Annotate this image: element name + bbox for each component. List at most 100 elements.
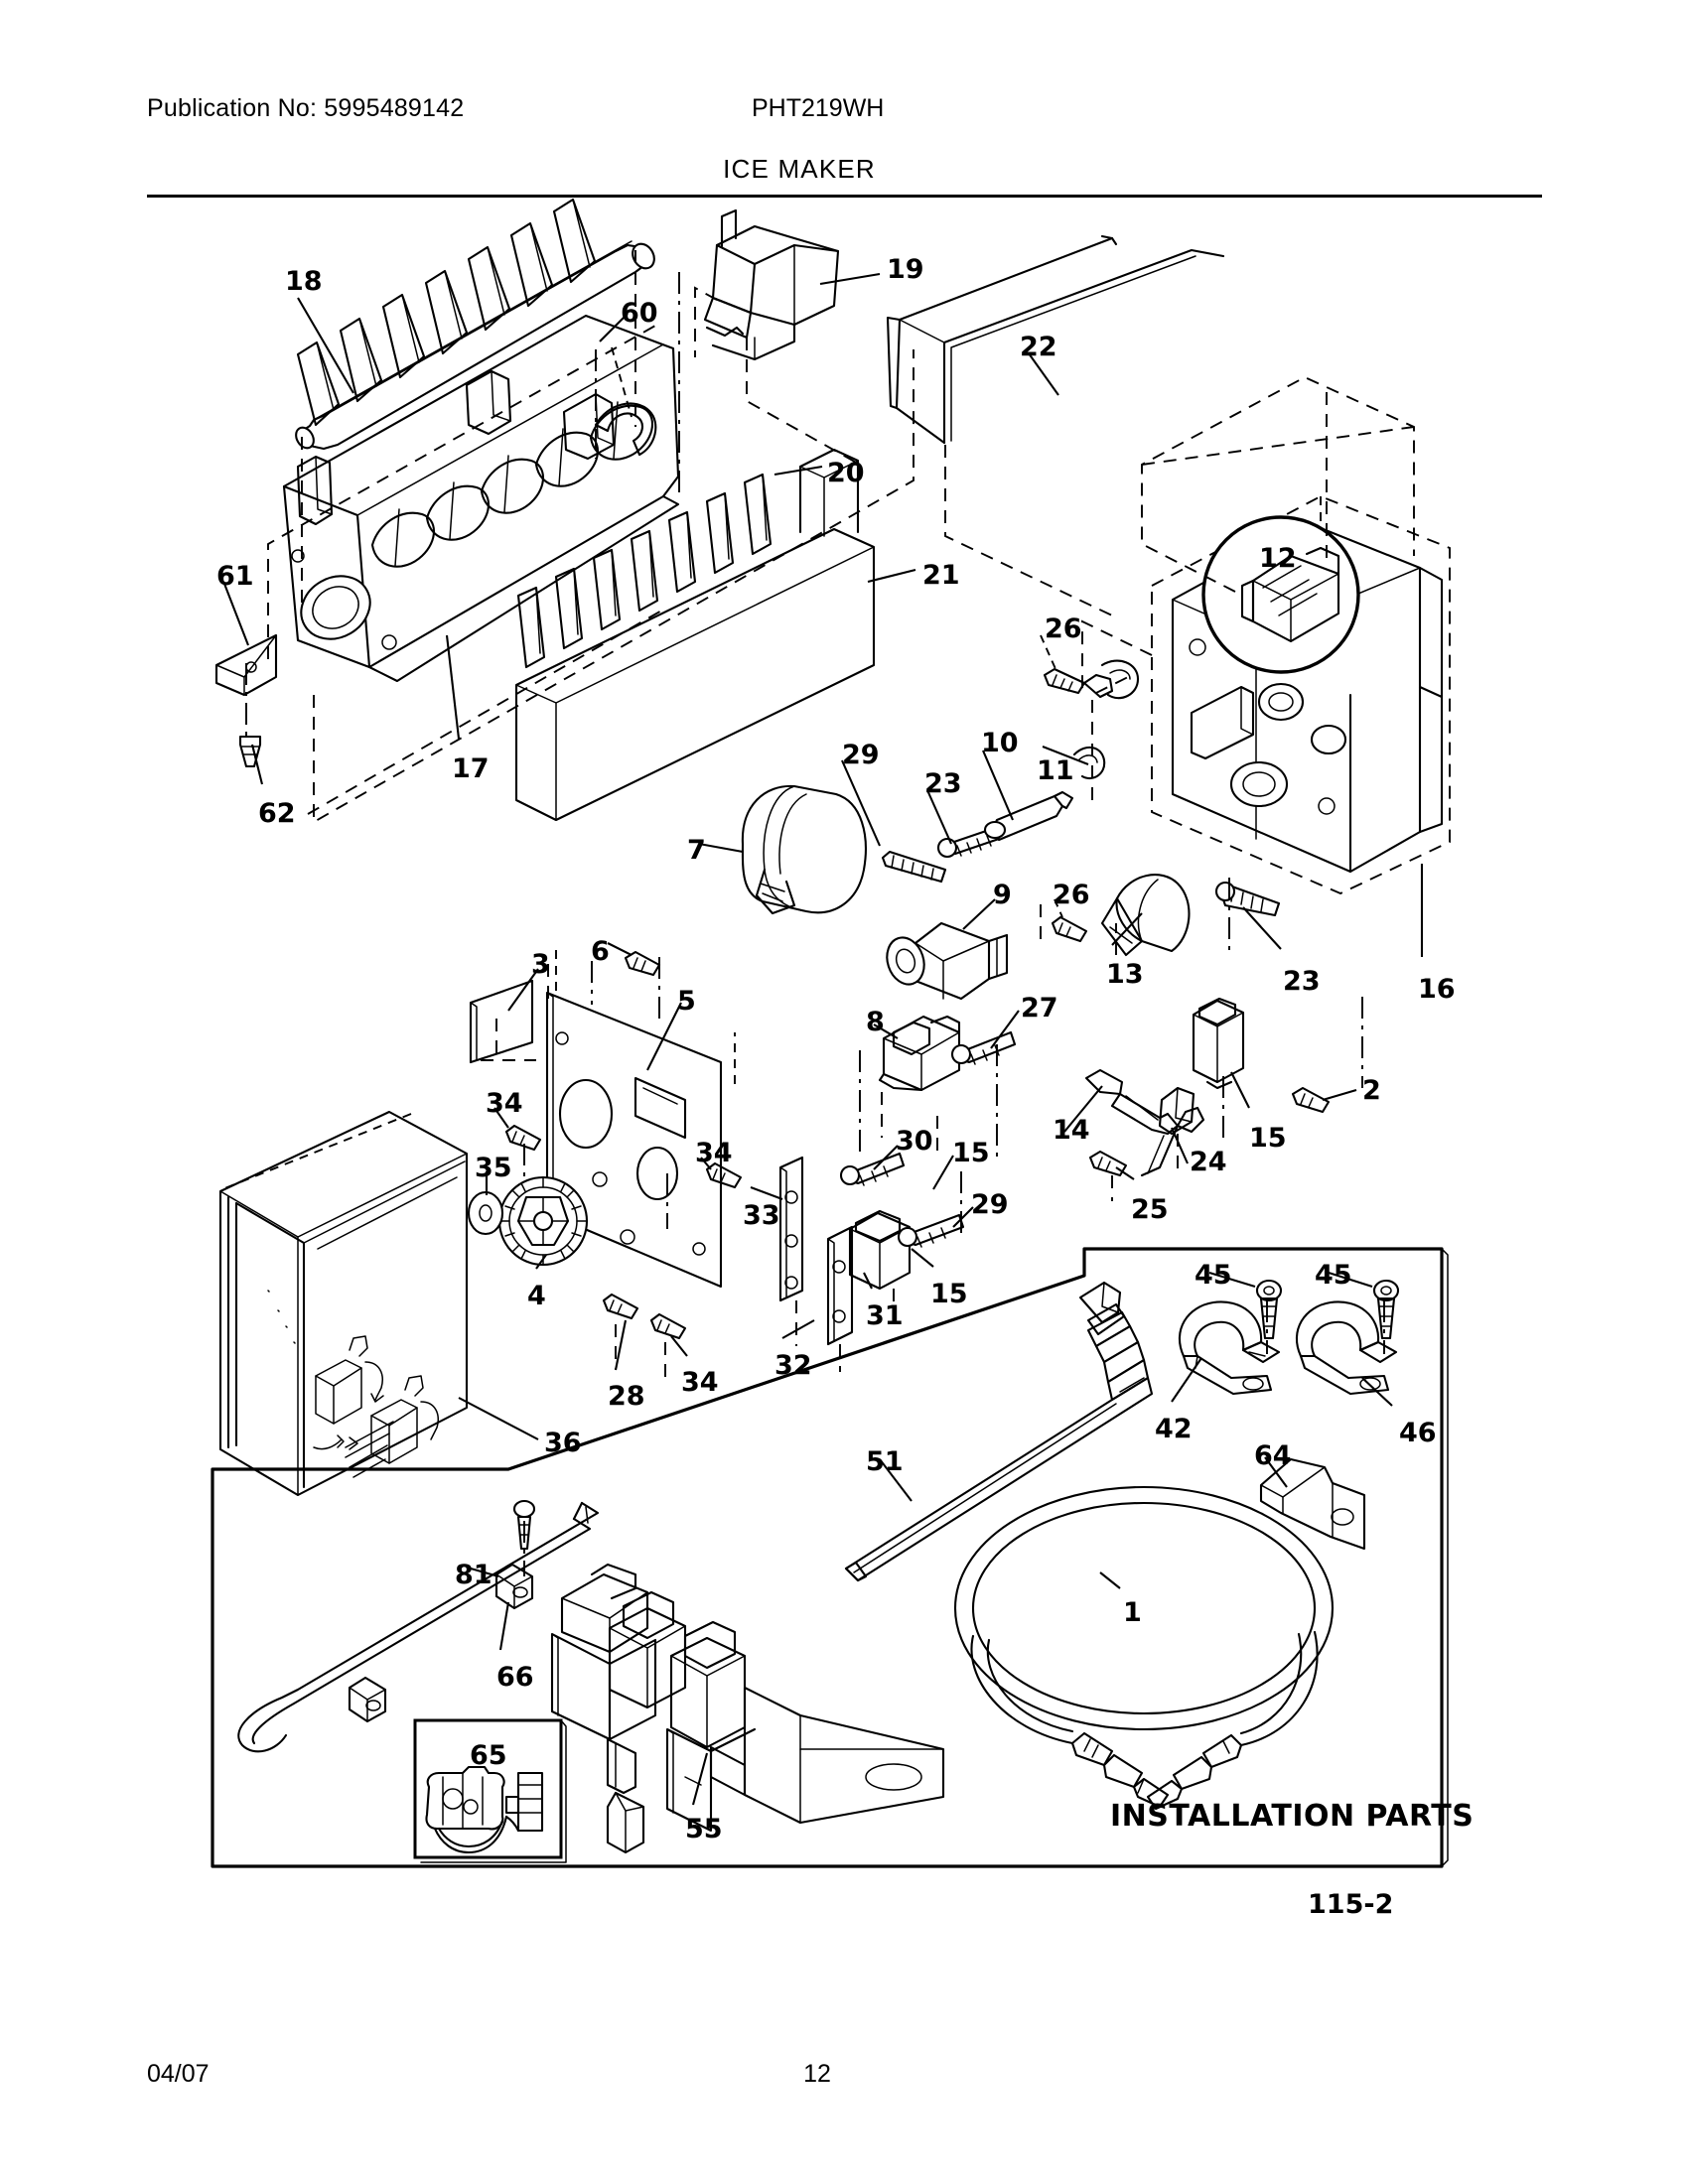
callout-66: 66 <box>496 1662 534 1693</box>
ice-container-off-decal <box>370 1375 439 1464</box>
part-33-bracket <box>778 1156 804 1302</box>
part-34a-screw <box>504 1124 542 1152</box>
footer-page-number-text: 12 <box>803 2060 831 2088</box>
part-35-washer <box>467 1190 504 1236</box>
part-23b-screw <box>1214 881 1281 917</box>
callout-61: 61 <box>216 561 254 592</box>
part-26a-screw <box>1043 659 1140 700</box>
callout-5: 5 <box>677 986 696 1017</box>
callout-15c: 15 <box>930 1279 968 1309</box>
callout-leader-lines <box>223 272 1424 1806</box>
callout-36: 36 <box>544 1428 582 1458</box>
callout-17: 17 <box>452 753 490 784</box>
callout-14: 14 <box>1053 1115 1090 1146</box>
assembly-phantom-lines <box>221 250 1415 1576</box>
callout-9: 9 <box>993 880 1012 910</box>
part-11-clip <box>1072 746 1106 780</box>
installation-parts-box <box>211 1247 1449 1868</box>
diagram-code: 115-2 <box>1308 1889 1394 1920</box>
callout-16: 16 <box>1418 974 1456 1005</box>
tube-fitting-left <box>1070 1731 1170 1809</box>
part-31-switch <box>848 1209 912 1291</box>
callout-6: 6 <box>591 936 610 967</box>
part-42-clamp <box>1178 1300 1281 1396</box>
callout-34a: 34 <box>486 1088 523 1119</box>
part-23a-screw <box>936 826 1001 859</box>
callout-31: 31 <box>866 1300 904 1331</box>
ice-container-on-decal <box>313 1335 384 1450</box>
callout-7: 7 <box>687 835 706 866</box>
part-7-motor <box>741 784 867 915</box>
part-30-screw <box>839 1152 906 1186</box>
callout-2: 2 <box>1362 1075 1381 1106</box>
callout-26b: 26 <box>1053 880 1090 910</box>
part-14-lever <box>1084 1068 1205 1177</box>
part-45a-screw <box>1255 1279 1283 1340</box>
part-28-screw <box>602 1293 639 1320</box>
part-9-solenoid <box>886 921 1009 1001</box>
callout-21: 21 <box>922 560 960 591</box>
page-header: Publication No: 5995489142 PHT219WH <box>0 94 1688 134</box>
part-26b-screw <box>1051 915 1088 943</box>
part-34c-screw <box>649 1312 687 1340</box>
callout-22: 22 <box>1020 332 1057 362</box>
callout-13: 13 <box>1106 959 1144 990</box>
callout-42: 42 <box>1155 1414 1193 1444</box>
part-27-screw <box>950 1030 1017 1065</box>
callout-18: 18 <box>285 266 323 297</box>
tube-fitting-right <box>1146 1733 1243 1811</box>
part-36-ice-container <box>218 1110 469 1497</box>
callout-45b: 45 <box>1315 1260 1352 1291</box>
callout-34c: 34 <box>681 1367 719 1398</box>
callout-15b: 15 <box>1249 1123 1287 1154</box>
part-12-connector <box>1201 515 1360 674</box>
callout-4: 4 <box>527 1281 546 1311</box>
callout-33: 33 <box>743 1200 780 1231</box>
callout-32: 32 <box>774 1350 812 1381</box>
publication-number: Publication No: 5995489142 <box>147 94 465 122</box>
model-number: PHT219WH <box>752 94 885 122</box>
callout-12: 12 <box>1259 543 1297 574</box>
part-24-arm <box>1158 1086 1196 1136</box>
callout-34b: 34 <box>695 1138 733 1168</box>
callout-29a: 29 <box>842 740 880 770</box>
part-2-screw <box>1291 1086 1331 1114</box>
callout-35: 35 <box>475 1153 512 1183</box>
part-19-fill-cup <box>703 208 840 361</box>
part-8-switch <box>878 1015 961 1092</box>
callout-1: 1 <box>1123 1597 1142 1628</box>
callout-29b: 29 <box>971 1189 1009 1220</box>
callout-60: 60 <box>621 298 658 329</box>
part-61-bracket <box>214 633 278 697</box>
part-17-ice-mold <box>282 314 680 683</box>
callout-3: 3 <box>531 949 550 980</box>
part-32-bracket <box>826 1225 854 1346</box>
callout-10: 10 <box>981 728 1019 758</box>
callout-15a: 15 <box>952 1138 990 1168</box>
part-10-shaft <box>983 790 1074 842</box>
section-title-text: ICE MAKER <box>723 154 876 184</box>
part-1-water-tubing <box>953 1485 1335 1811</box>
callout-46: 46 <box>1399 1418 1437 1448</box>
callout-30: 30 <box>896 1126 933 1157</box>
callout-26a: 26 <box>1045 614 1082 644</box>
callout-51: 51 <box>866 1446 904 1477</box>
header-divider <box>147 195 1542 198</box>
installation-parts-label: INSTALLATION PARTS <box>1110 1799 1475 1834</box>
part-55-water-valve <box>550 1563 945 1854</box>
part-3-label <box>469 979 534 1064</box>
section-title: ICE MAKER <box>0 154 1688 185</box>
part-18-ejector-arm <box>295 198 655 451</box>
part-29a-screw <box>881 850 947 884</box>
callout-45a: 45 <box>1195 1260 1232 1291</box>
callout-81: 81 <box>455 1560 492 1590</box>
callout-62: 62 <box>258 798 296 829</box>
callout-55: 55 <box>685 1814 723 1844</box>
part-21-ice-rake <box>514 448 876 822</box>
callout-19: 19 <box>887 254 924 285</box>
callout-25: 25 <box>1131 1194 1169 1225</box>
part-66-tube <box>237 1501 600 1753</box>
part-25-screw <box>1088 1150 1128 1177</box>
part-65-harness <box>425 1765 544 1854</box>
callout-8: 8 <box>866 1007 885 1037</box>
